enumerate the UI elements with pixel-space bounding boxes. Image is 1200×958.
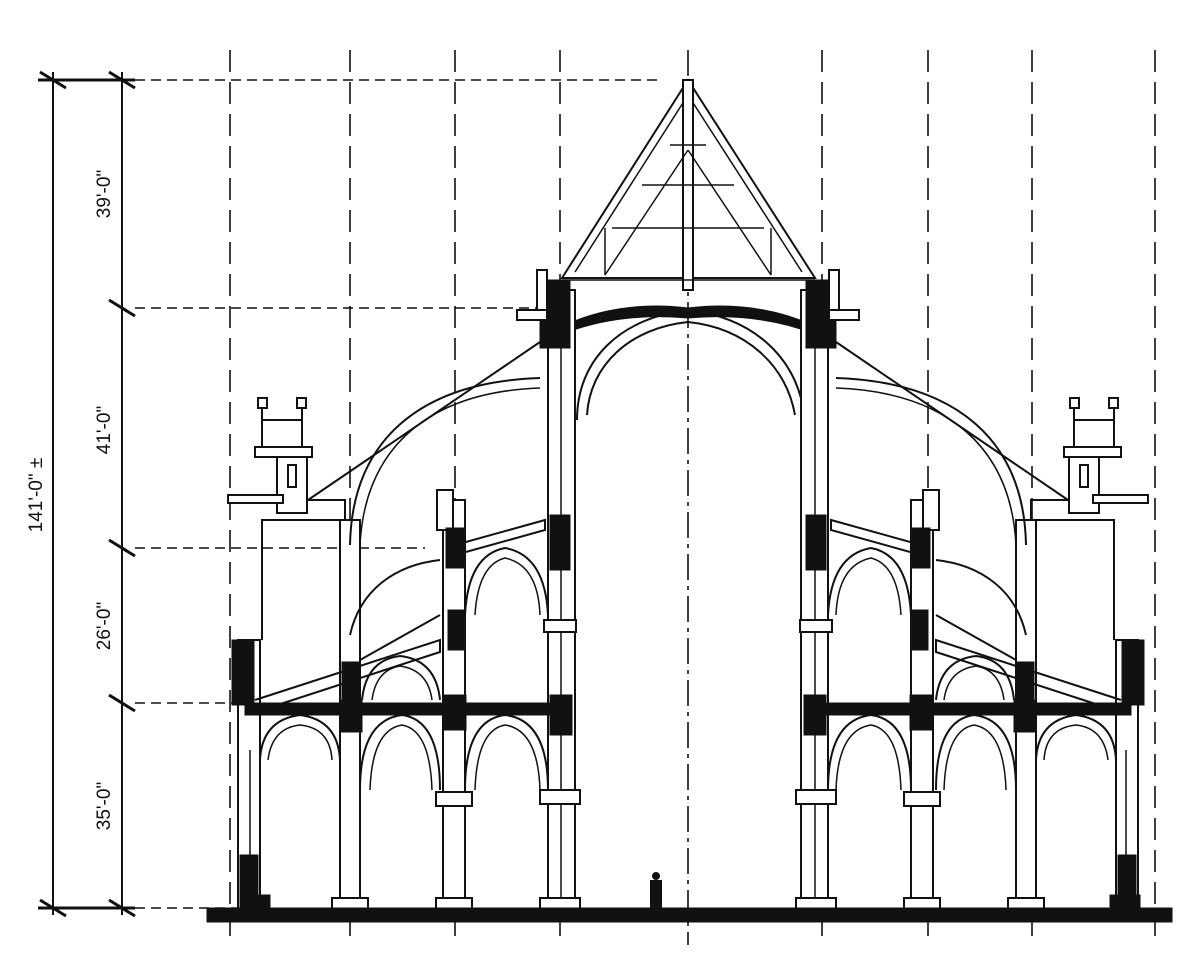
pier-capital	[539, 789, 581, 805]
arcade-beam	[244, 702, 561, 716]
buttress-wall	[228, 499, 346, 640]
pier-capital	[543, 619, 577, 633]
buttress-pinnacle	[227, 397, 313, 514]
right-half-structure	[795, 269, 1149, 911]
dimension-ticks	[38, 70, 136, 918]
roof-truss	[560, 78, 817, 291]
roof-height-label: 39'-0"	[94, 170, 115, 218]
floor-slab	[206, 907, 1173, 923]
flying-buttress-strut	[307, 341, 541, 501]
arcade-arches	[259, 546, 549, 791]
left-half-structure	[227, 269, 581, 911]
triforium-roof	[454, 518, 546, 556]
vault-arch-inner	[586, 320, 796, 416]
triforium-block	[549, 514, 571, 571]
vault-arch	[576, 308, 806, 421]
pier-capital	[435, 791, 473, 807]
clerestory-height-label: 41'-0"	[94, 406, 115, 454]
pinnacle	[436, 489, 454, 531]
dimension-lines: 141'-0" ± 39'-0" 41'-0" 26'-0" 35'-0"	[26, 70, 662, 918]
triforium-height-label: 26'-0"	[94, 602, 115, 650]
arcade-height-label: 35'-0"	[94, 782, 115, 830]
human-scale-figure	[650, 872, 662, 908]
total-height-label: 141'-0" ±	[26, 458, 47, 533]
flying-buttress-arch	[349, 377, 541, 546]
lower-buttress-arch	[349, 559, 441, 636]
lower-buttress-strut	[254, 638, 441, 711]
